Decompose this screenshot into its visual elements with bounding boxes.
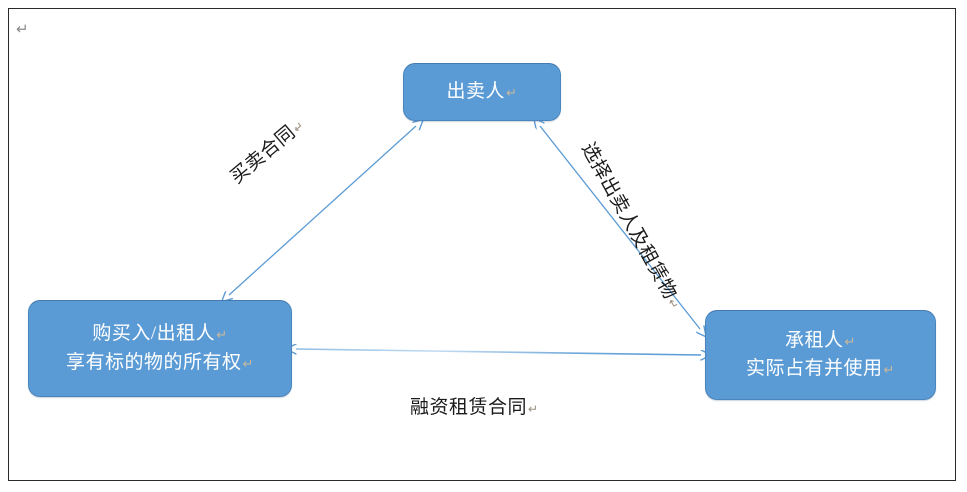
paragraph-mark-icon: ↵ [216,327,228,342]
node-lessor-line-1: 购买入/出租人↵ [92,323,228,344]
paragraph-mark-icon: ↵ [528,402,539,416]
edge-label-financial-lease: 融资租赁合同↵ [410,397,539,418]
node-lessor-line-2: 享有标的物的所有权↵ [66,351,254,373]
edge-sales-contract-line [229,126,416,295]
paragraph-mark-icon: ↵ [506,84,518,100]
node-lessee-line-1: 承租人↵ [785,329,856,351]
node-seller-line-1: 出卖人↵ [446,80,518,102]
edge-choose-seller-line [540,126,700,329]
node-lessee-line-2: 实际占有并使用↵ [746,358,895,379]
node-seller[interactable]: 出卖人↵ [403,63,561,121]
paragraph-mark-icon: ↵ [844,333,856,349]
paragraph-mark-icon: ↵ [16,21,29,38]
paragraph-mark-icon: ↵ [883,362,895,377]
paragraph-mark-icon: ↵ [242,355,254,371]
node-lessee[interactable]: 承租人↵ 实际占有并使用↵ [705,310,936,400]
node-purchaser-lessor[interactable]: 购买入/出租人↵ 享有标的物的所有权↵ [28,300,292,397]
edge-financial-lease-line [296,349,701,355]
